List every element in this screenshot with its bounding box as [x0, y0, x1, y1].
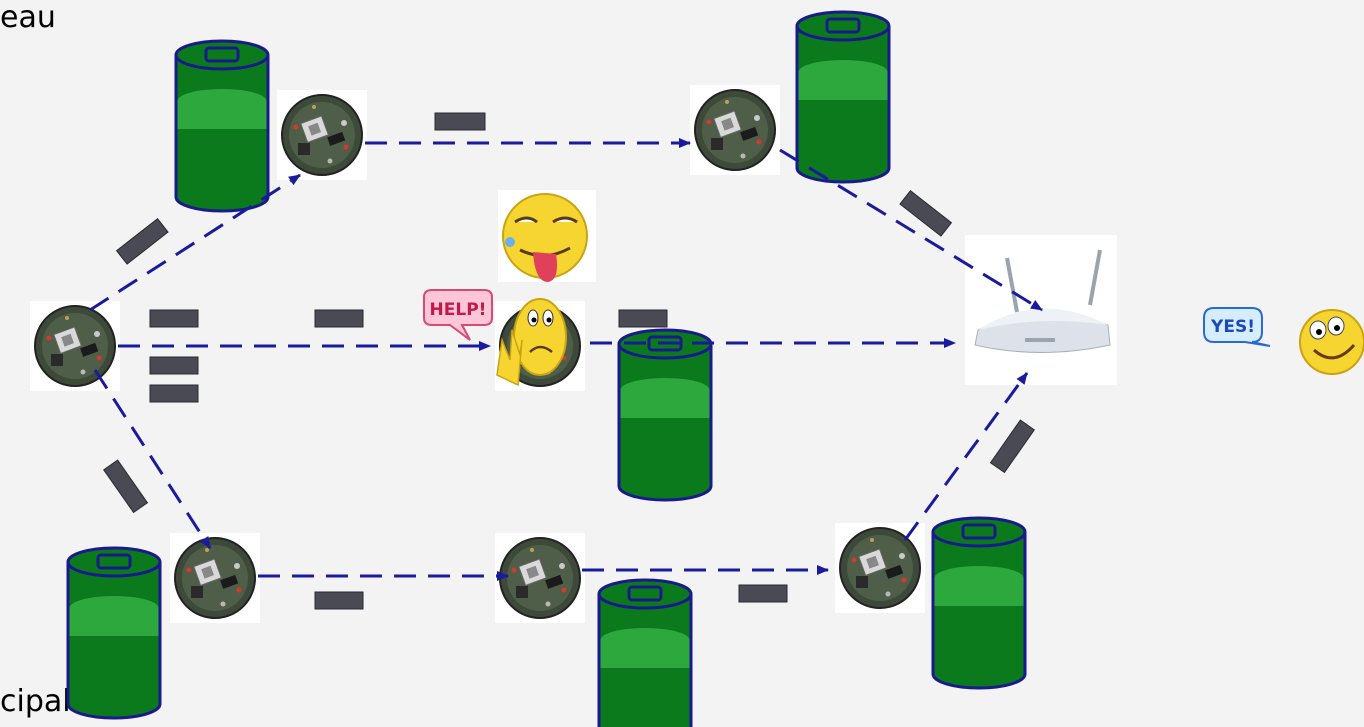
tired-smiley-icon — [498, 190, 596, 282]
help-speech-bubble: HELP! — [423, 289, 493, 341]
data-packet — [434, 112, 486, 131]
data-packet — [618, 309, 668, 328]
data-packet — [149, 309, 199, 328]
data-packet — [115, 217, 169, 265]
data-packet — [103, 459, 149, 514]
routing-arrows — [89, 138, 1043, 581]
data-packet — [314, 591, 364, 610]
battery-icon — [931, 516, 1027, 690]
sensor-node-icon — [834, 522, 926, 614]
data-packets — [103, 112, 1035, 610]
yes-speech-bubble: YES! — [1203, 307, 1271, 347]
sensor-node-icon — [494, 532, 586, 624]
data-packet — [149, 356, 199, 375]
help-text: HELP! — [430, 300, 487, 320]
data-packet — [314, 309, 364, 328]
sensor-node-icon — [276, 89, 368, 181]
battery-icon — [174, 39, 270, 213]
worried-smiley-icon — [496, 298, 567, 387]
yes-text: YES! — [1210, 317, 1255, 337]
wifi-router-icon — [965, 235, 1117, 385]
data-packet — [899, 189, 953, 237]
data-packet — [989, 419, 1035, 474]
data-packet — [738, 584, 788, 603]
happy-smiley-icon — [1299, 309, 1364, 375]
battery-icon — [597, 578, 693, 727]
data-packet — [149, 384, 199, 403]
battery-icon — [617, 328, 713, 502]
sensor-node-icon — [169, 532, 261, 624]
sensor-node-icon — [689, 84, 781, 176]
battery-icon — [66, 546, 162, 720]
battery-icon — [795, 10, 891, 184]
top-left-text-fragment: eau — [0, 0, 56, 35]
sensor-node-icon — [29, 300, 121, 392]
